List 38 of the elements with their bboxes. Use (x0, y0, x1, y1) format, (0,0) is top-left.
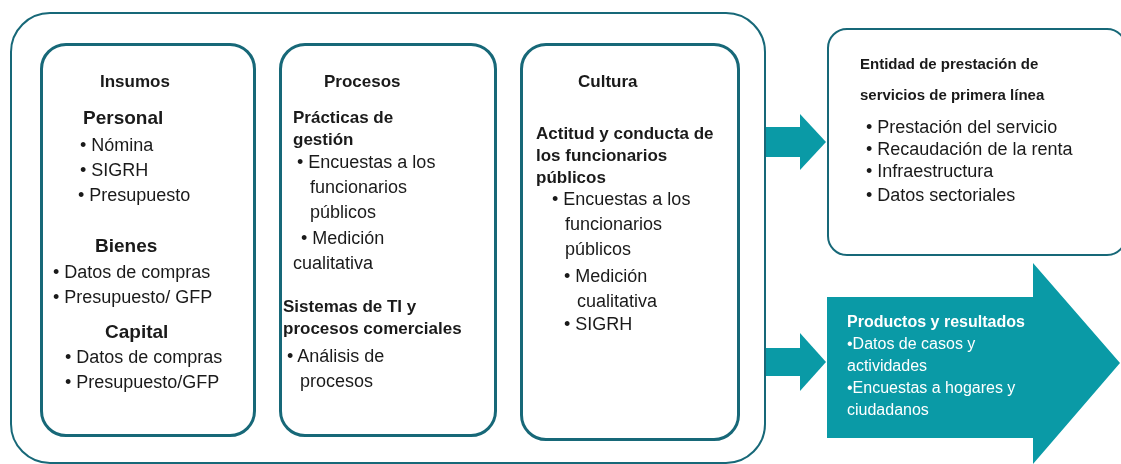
bullet-item: • Presupuesto/ GFP (53, 286, 214, 309)
bullet-item: •Datos de casos y actividades (847, 334, 977, 376)
bullet-item: • Presupuesto/GFP (65, 371, 221, 394)
box-heading: Productos y resultados (847, 312, 1026, 332)
bullet-item: • Medición cualitativa (564, 265, 659, 313)
bullet-item: • Encuestas a los funcionarios públicos (552, 188, 692, 261)
bullet-item: • Datos de compras (53, 261, 212, 284)
column-heading: Procesos (324, 71, 402, 93)
group-heading: Sistemas de TI y procesos comerciales (283, 296, 463, 340)
column-box (279, 43, 497, 437)
bullet-item: • Presupuesto (78, 184, 192, 207)
block-arrow (766, 333, 826, 391)
column-box (40, 43, 256, 437)
bullet-item: • Medición cualitativa (293, 227, 386, 275)
column-heading: Cultura (578, 71, 639, 93)
group-heading: Bienes (95, 234, 159, 258)
box-heading: Entidad de prestación de servicios de primera línea (860, 54, 1046, 105)
group-heading: Personal (83, 106, 165, 130)
bullet-item: • Datos sectoriales (866, 184, 1017, 206)
arrow-shape (827, 263, 1120, 464)
bullet-item: • Datos de compras (65, 346, 224, 369)
bullet-item: • Encuestas a los funcionarios públicos (297, 151, 437, 224)
bullet-item: • Infraestructura (866, 160, 995, 182)
bullet-item: • SIGRH (80, 159, 150, 182)
column-box (520, 43, 740, 441)
block-arrow (766, 114, 826, 170)
container-box (10, 12, 766, 464)
column-heading: Insumos (100, 71, 171, 93)
bullet-item: • SIGRH (564, 313, 634, 336)
bullet-item: • Análisis de procesos (287, 345, 386, 393)
bullet-item: • Recaudación de la renta (866, 138, 1074, 160)
bullet-item: • Nómina (80, 134, 155, 157)
group-heading: Capital (105, 320, 170, 344)
bullet-item: •Encuestas a hogares y ciudadanos (847, 378, 1017, 420)
group-heading: Actitud y conducta de los funcionarios públicos (536, 123, 715, 189)
bullet-item: • Prestación del servicio (866, 116, 1059, 138)
rounded-box (827, 28, 1121, 256)
group-heading: Prácticas de gestión (293, 107, 395, 151)
